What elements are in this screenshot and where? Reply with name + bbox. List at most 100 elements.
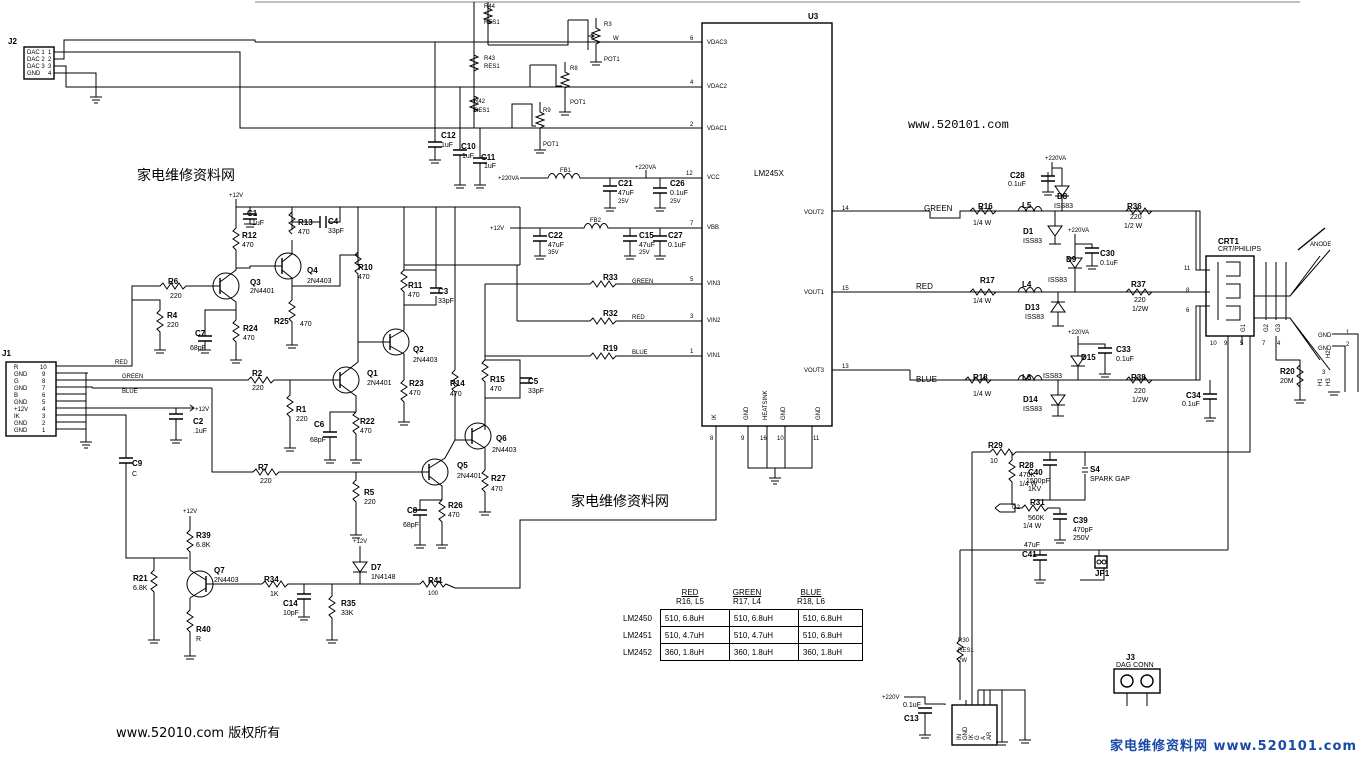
svg-text:GREEN: GREEN — [632, 279, 653, 285]
svg-text:47uF: 47uF — [1024, 542, 1040, 549]
svg-text:G1: G1 — [1241, 323, 1247, 332]
svg-text:C33: C33 — [1116, 345, 1131, 354]
j2-ref: J2 — [8, 37, 17, 46]
svg-text:220: 220 — [260, 478, 272, 485]
c7: C7 68pF — [190, 309, 236, 354]
svg-text:D15: D15 — [1081, 353, 1096, 362]
svg-text:2: 2 — [42, 421, 46, 427]
svg-text:3: 3 — [690, 314, 694, 320]
d7: +12V D7 1N4148 — [352, 539, 396, 584]
svg-text:GND: GND — [1318, 346, 1332, 352]
svg-text:250V: 250V — [1073, 535, 1090, 542]
svg-text:R: R — [196, 636, 201, 643]
c3: C3 33pF — [404, 270, 454, 306]
svg-text:2N4403: 2N4403 — [492, 447, 517, 454]
svg-text:11: 11 — [813, 436, 820, 442]
svg-text:470: 470 — [358, 274, 370, 281]
svg-text:Q2: Q2 — [413, 345, 424, 354]
svg-text:C8: C8 — [407, 506, 418, 515]
c14: C14 10pF — [283, 584, 311, 621]
svg-text:+12V: +12V — [195, 407, 209, 413]
svg-text:R5: R5 — [364, 488, 375, 497]
svg-text:Q7: Q7 — [214, 566, 225, 575]
svg-text:R35: R35 — [341, 599, 356, 608]
c1: C1 .1uF — [243, 209, 264, 228]
c34: C34 0.1uF — [1182, 380, 1217, 422]
svg-text:R30: R30 — [958, 638, 970, 644]
svg-text:10pF: 10pF — [283, 610, 299, 617]
svg-text:470: 470 — [242, 242, 254, 249]
svg-text:14: 14 — [842, 206, 849, 212]
svg-text:1: 1 — [690, 349, 694, 355]
svg-text:GND: GND — [14, 421, 28, 427]
svg-text:2N4403: 2N4403 — [413, 357, 438, 364]
footer-watermark: 家电维修资料网 www.520101.com — [1109, 739, 1357, 754]
svg-text:R29: R29 — [988, 441, 1003, 450]
svg-text:2N4401: 2N4401 — [367, 380, 392, 387]
svg-text:470pF: 470pF — [1073, 527, 1093, 534]
c28-d8: +220VA C28 0.1uF D8 ISS83 — [1008, 156, 1073, 211]
svg-text:220: 220 — [364, 499, 376, 506]
d13: D13 ISS83 — [1025, 292, 1066, 327]
svg-text:100: 100 — [428, 591, 439, 597]
ic-u3: U3 LM245X VDAC3 VDAC2 VDAC1 VCC VBB VIN3… — [686, 12, 849, 442]
svg-text:R42: R42 — [474, 99, 486, 105]
svg-text:1/2W: 1/2W — [1132, 397, 1149, 404]
svg-text:VIN3: VIN3 — [707, 281, 721, 287]
svg-text:R17: R17 — [980, 276, 995, 285]
r33: R33 GREEN — [485, 273, 680, 288]
svg-text:ISS83: ISS83 — [1054, 203, 1073, 210]
svg-text:10: 10 — [990, 458, 998, 465]
svg-text:68pF: 68pF — [190, 345, 206, 352]
svg-text:C3: C3 — [438, 287, 449, 296]
svg-text:15: 15 — [842, 286, 849, 292]
svg-text:2N4403: 2N4403 — [307, 278, 332, 285]
c4: C4 33pF — [292, 216, 344, 235]
svg-text:C: C — [132, 471, 137, 478]
svg-text:35V: 35V — [548, 250, 559, 256]
svg-text:C21: C21 — [618, 179, 633, 188]
svg-text:1/4 W: 1/4 W — [973, 391, 992, 398]
svg-text:R15: R15 — [490, 375, 505, 384]
r24: R24 470 — [230, 319, 258, 364]
svg-text:C5: C5 — [528, 377, 539, 386]
svg-text:10: 10 — [1210, 341, 1217, 347]
svg-text:D8: D8 — [1057, 192, 1068, 201]
svg-text:1: 1 — [48, 50, 52, 56]
svg-text:8: 8 — [42, 379, 46, 385]
svg-text:1: 1 — [42, 428, 46, 434]
svg-text:C15: C15 — [639, 231, 654, 240]
svg-text:RED: RED — [632, 315, 645, 321]
svg-text:R38: R38 — [1131, 373, 1146, 382]
svg-text:470: 470 — [448, 512, 460, 519]
svg-text:33pF: 33pF — [528, 388, 544, 395]
svg-text:CRT/PHILIPS: CRT/PHILIPS — [1218, 246, 1261, 253]
svg-text:2: 2 — [690, 122, 694, 128]
svg-text:+12V: +12V — [490, 226, 504, 232]
svg-text:220: 220 — [1134, 388, 1146, 395]
connector-j1: J1 R GND G GND B GND +12V IK GND GND 10 … — [2, 349, 57, 437]
r9-pot: R9 POT1 — [511, 102, 559, 154]
c13: +220V 0.1uF C13 — [882, 695, 946, 739]
svg-text:1KV: 1KV — [1028, 486, 1042, 493]
r38: R38 220 1/2W — [1125, 373, 1153, 404]
r16: R16 1/4 W — [969, 202, 997, 227]
svg-text:3: 3 — [42, 414, 46, 420]
svg-text:RES1: RES1 — [484, 20, 500, 26]
r11: R11 470 — [400, 265, 437, 305]
svg-text:+12V: +12V — [353, 539, 367, 545]
svg-text:C27: C27 — [668, 231, 683, 240]
variant-table: LM2450 510, 6.8uH 510, 6.8uH 510, 6.8uH … — [619, 609, 863, 661]
svg-text:220: 220 — [252, 385, 264, 392]
r15: R15 470 — [481, 359, 521, 430]
r17: R17 1/4 W — [969, 276, 997, 305]
d9-c30: +220VA D9 ISS83 C30 0.1uF — [1048, 228, 1118, 292]
svg-text:R41: R41 — [428, 576, 443, 585]
svg-text:POT1: POT1 — [604, 57, 620, 63]
svg-text:Q4: Q4 — [307, 266, 318, 275]
svg-text:0.1uF: 0.1uF — [668, 242, 686, 249]
svg-text:C10: C10 — [461, 142, 476, 151]
fb1-vcc: +220VA FB1 +220VA C21 47uF 25V C26 0.1uF… — [498, 165, 688, 212]
r2: R2 220 GREEN — [92, 369, 290, 392]
